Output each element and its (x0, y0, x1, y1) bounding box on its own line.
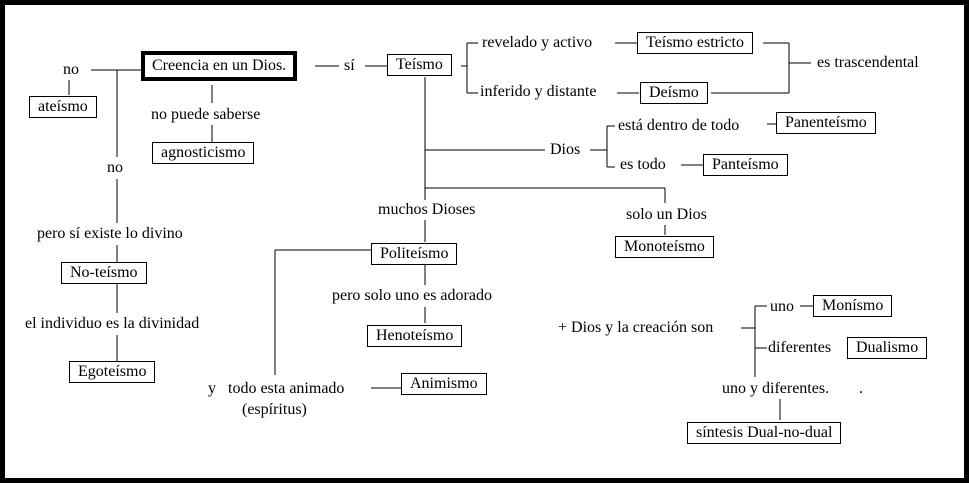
label-individuo: el individuo es la divinidad (24, 314, 201, 334)
node-sintesis: síntesis Dual-no-dual (687, 422, 842, 444)
label-no-puede-saberse: no puede saberse (150, 105, 262, 125)
label-esta-dentro: está dentro de todo (617, 116, 741, 136)
node-animismo: Animismo (401, 373, 487, 395)
label-muchos-dioses: muchos Dioses (377, 200, 477, 220)
node-henoteismo: Henoteísmo (367, 325, 463, 347)
label-uno: uno (769, 297, 795, 317)
label-dios: Dios (549, 140, 582, 160)
node-politeismo: Politeísmo (371, 243, 458, 265)
label-dios-creacion: + Dios y la creación son (557, 318, 715, 338)
node-agnosticismo: agnosticismo (152, 142, 255, 164)
node-egoteismo: Egoteísmo (69, 361, 156, 383)
node-deismo: Deísmo (640, 82, 708, 104)
node-teismo: Teísmo (387, 54, 452, 76)
node-no-teismo: No-teísmo (61, 262, 147, 284)
label-revelado: revelado y activo (481, 33, 594, 53)
label-no-top: no (62, 60, 80, 80)
label-solo-uno-adorado: pero solo uno es adorado (331, 286, 493, 306)
node-ateismo: ateísmo (29, 96, 97, 118)
node-dualismo: Dualismo (847, 337, 928, 359)
node-monoteismo: Monoteísmo (615, 236, 714, 258)
label-pero-si-existe: pero sí existe lo divino (36, 224, 184, 244)
label-inferido: inferido y distante (479, 82, 598, 102)
label-si: sí (343, 56, 356, 76)
connector-lines (68, 42, 873, 420)
label-todo-animado: todo esta animado (227, 379, 346, 399)
label-diferentes: diferentes (767, 338, 833, 358)
label-trascendental: es trascendental (816, 53, 920, 73)
label-y: y (207, 379, 217, 399)
label-no-mid: no (106, 158, 124, 178)
label-solo-un-dios: solo un Dios (625, 205, 708, 225)
label-espiritus: (espíritus) (241, 400, 308, 420)
node-panteismo: Panteísmo (703, 154, 788, 176)
label-stray-dot: . (859, 380, 863, 397)
node-teismo-estricto: Teísmo estricto (637, 32, 753, 54)
label-es-todo: es todo (619, 155, 667, 175)
label-uno-y-diferentes: uno y diferentes. (721, 379, 831, 399)
node-panenteismo: Panenteísmo (776, 112, 876, 134)
node-monismo: Monísmo (813, 295, 893, 317)
node-root-creencia: Creencia en un Dios. (141, 51, 298, 81)
